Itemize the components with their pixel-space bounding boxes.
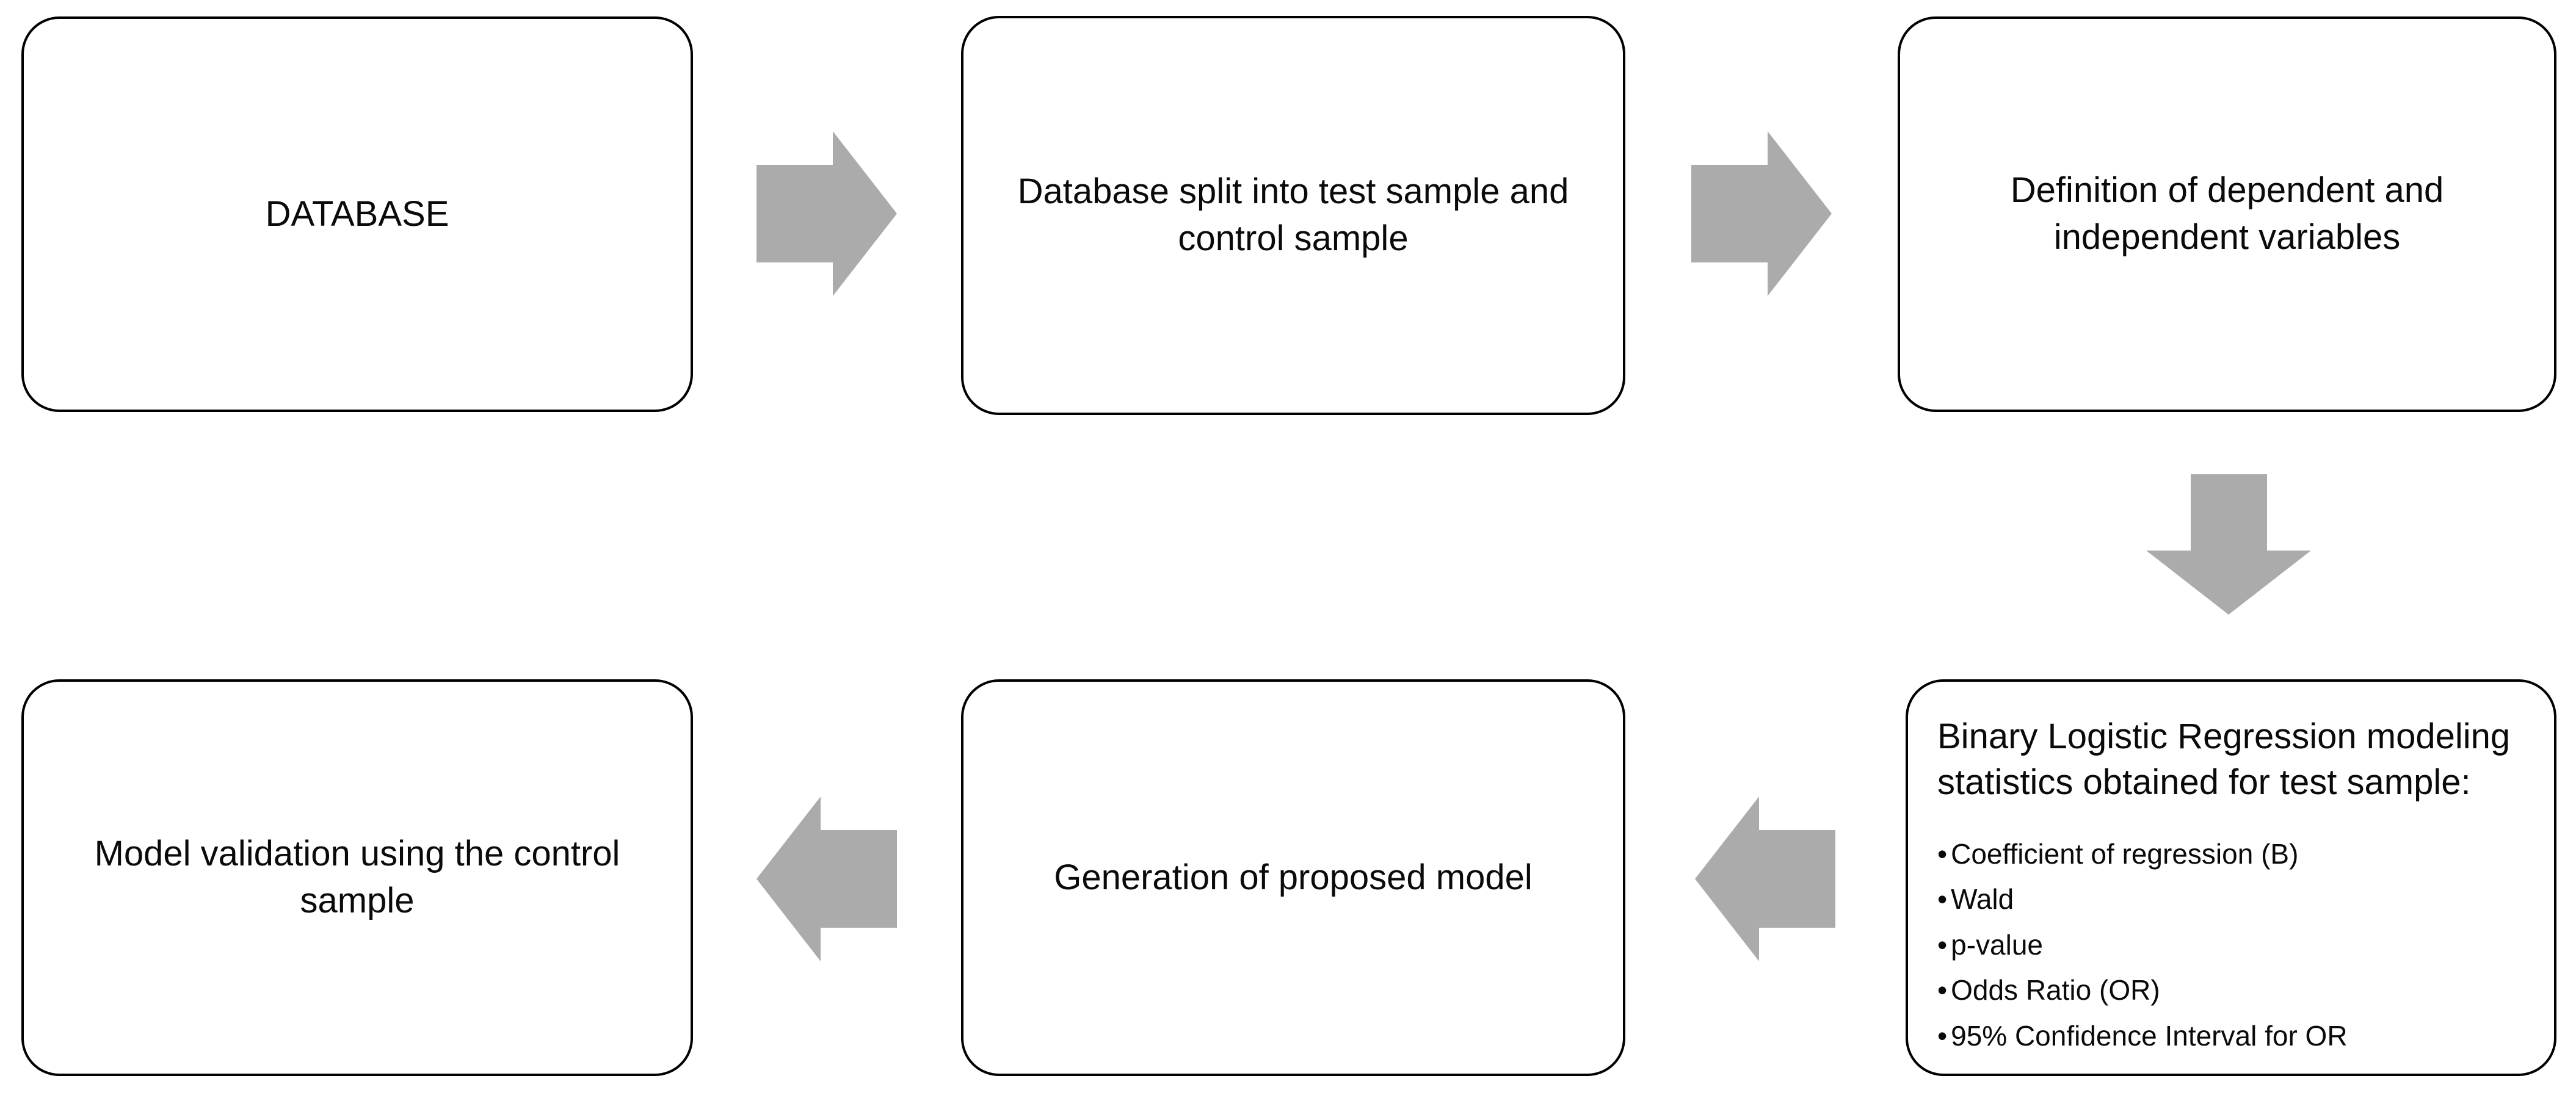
bullet-item: •p-value <box>1937 922 2348 968</box>
bullet-item-label: 95% Confidence Interval for OR <box>1951 1019 2348 1052</box>
flow-box-regression-stats: Binary Logistic Regression modeling stat… <box>1906 679 2556 1076</box>
down-arrow-icon <box>2146 474 2311 615</box>
left-arrow-icon <box>756 797 897 961</box>
bullet-item-label: Odds Ratio (OR) <box>1951 974 2160 1006</box>
regression-stats-bullet-list: •Coefficient of regression (B) •Wald •p-… <box>1937 831 2348 1059</box>
bullet-item: •95% Confidence Interval for OR <box>1937 1013 2348 1059</box>
flow-box-variables: Definition of dependent and independent … <box>1898 16 2556 412</box>
bullet-item-label: p-value <box>1951 928 2043 961</box>
left-arrow-icon <box>1695 797 1835 961</box>
bullet-marker: • <box>1937 883 1948 916</box>
bullet-item: •Odds Ratio (OR) <box>1937 967 2348 1013</box>
flow-box-generation: Generation of proposed model <box>961 679 1625 1076</box>
bullet-item: •Wald <box>1937 876 2348 922</box>
flow-box-database: DATABASE <box>21 16 693 412</box>
flow-box-split-label: Database split into test sample and cont… <box>1017 172 1569 258</box>
bullet-marker: • <box>1937 928 1948 961</box>
right-arrow-icon <box>1691 131 1832 296</box>
flow-box-database-label: DATABASE <box>265 193 449 234</box>
bullet-marker: • <box>1937 837 1948 870</box>
flow-box-generation-label: Generation of proposed model <box>1054 857 1533 897</box>
flow-box-variables-label: Definition of dependent and independent … <box>2010 170 2444 257</box>
bullet-marker: • <box>1937 974 1948 1006</box>
bullet-marker: • <box>1937 1019 1948 1052</box>
flow-box-regression-stats-title: Binary Logistic Regression modeling stat… <box>1937 717 2511 803</box>
bullet-item-label: Wald <box>1951 883 2014 916</box>
right-arrow-icon <box>756 131 897 296</box>
flow-box-split: Database split into test sample and cont… <box>961 16 1625 415</box>
bullet-item-label: Coefficient of regression (B) <box>1951 837 2299 870</box>
flow-box-validation: Model validation using the control sampl… <box>21 679 693 1076</box>
flow-box-validation-label: Model validation using the control sampl… <box>94 834 620 920</box>
bullet-item: •Coefficient of regression (B) <box>1937 831 2348 877</box>
